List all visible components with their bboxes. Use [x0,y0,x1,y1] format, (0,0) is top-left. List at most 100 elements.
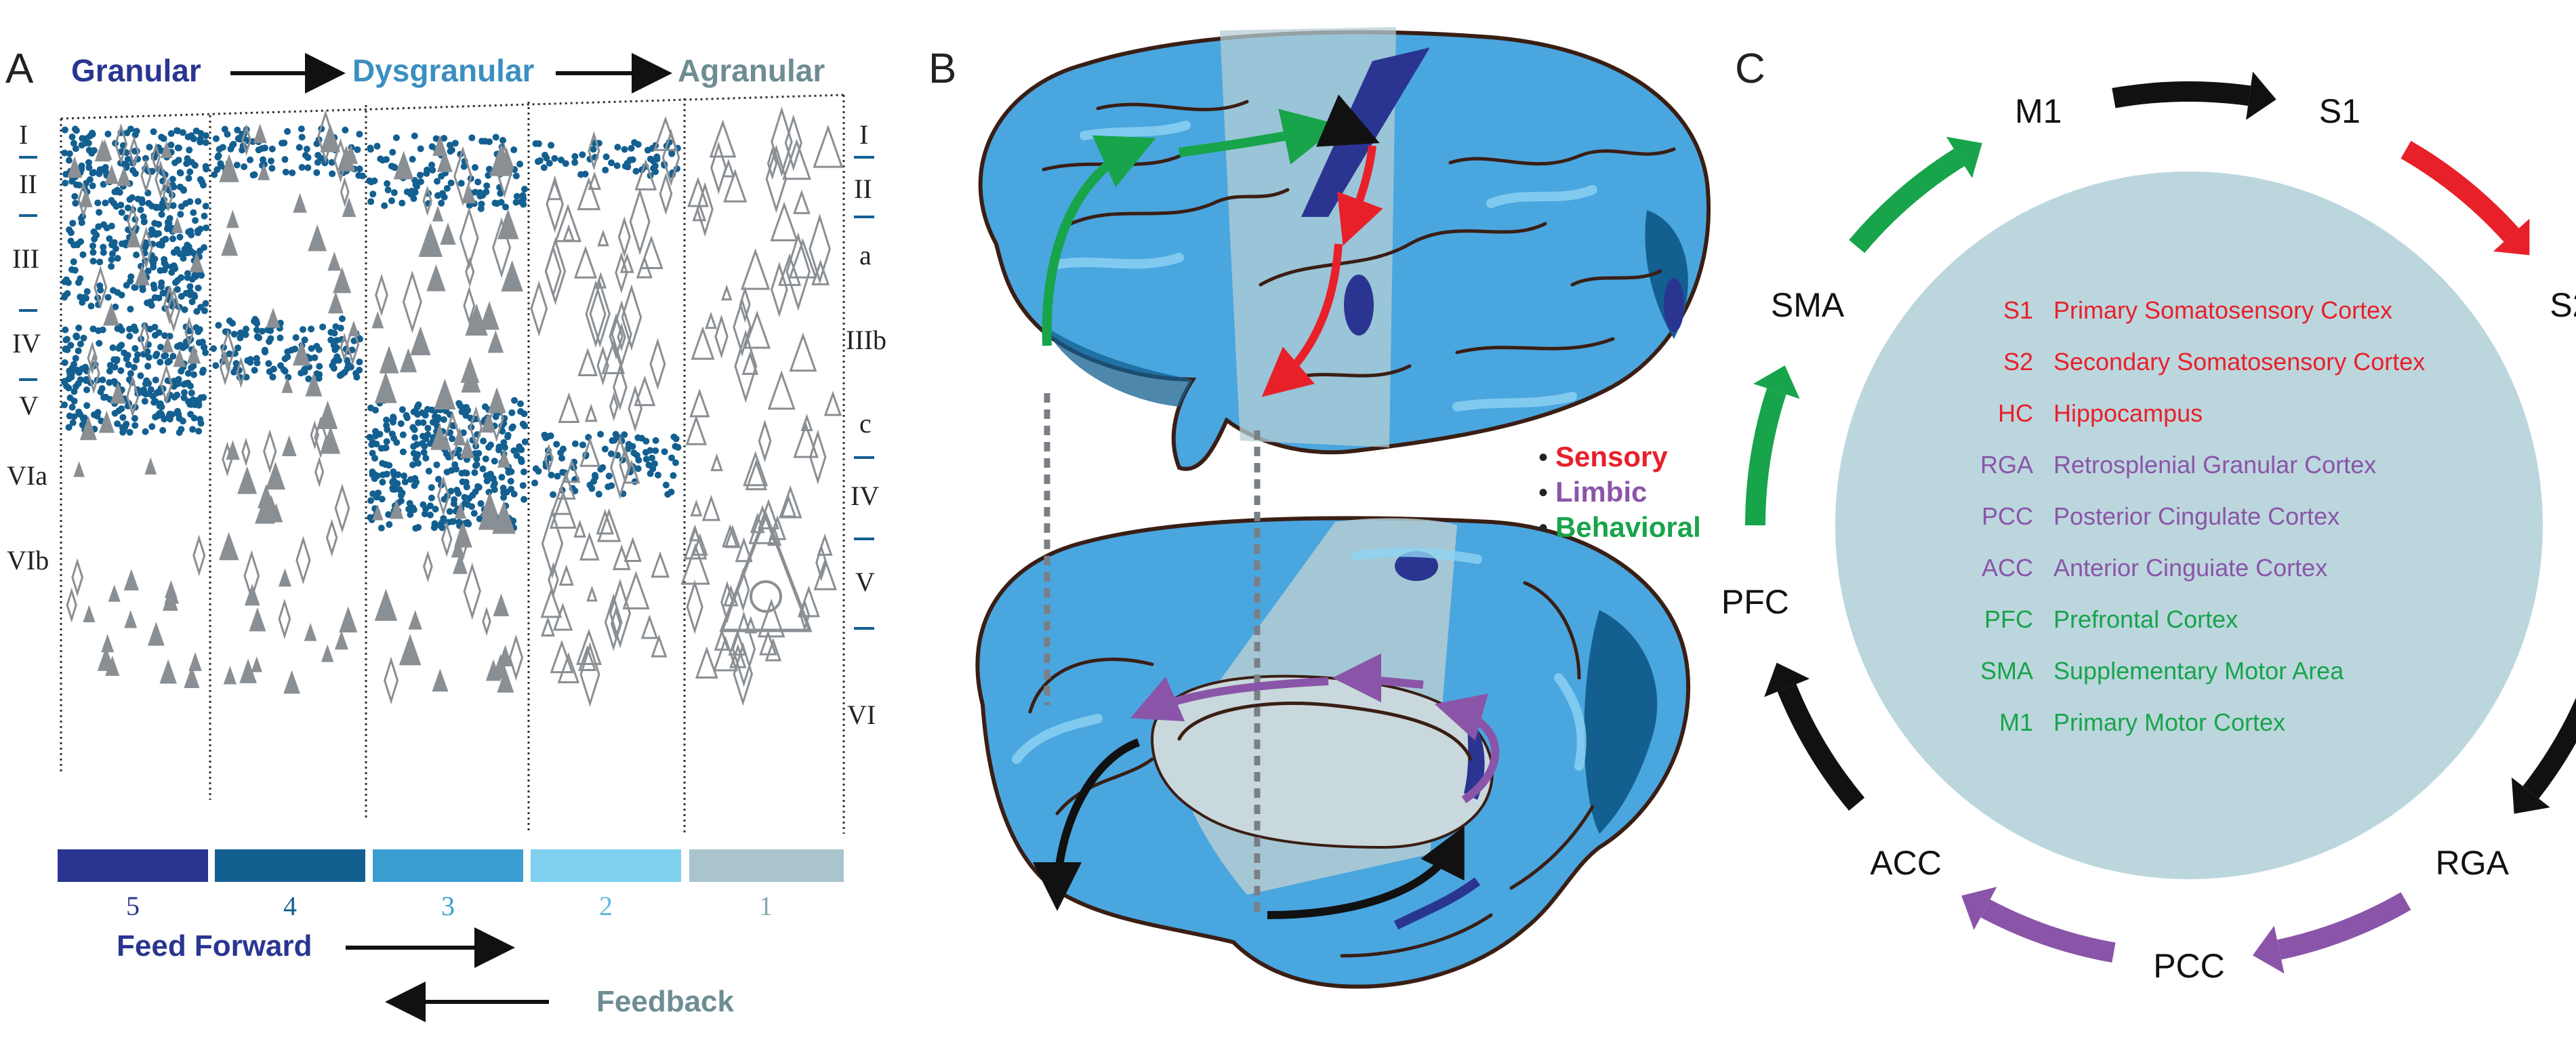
fusiform-cell [544,443,554,474]
granule-cell [234,126,241,134]
pyramidal-cell [478,496,502,530]
granule-cell [184,274,191,281]
granule-cell [417,145,424,153]
granule-cell [140,213,147,220]
granule-cell [485,171,492,179]
granule-cell [87,132,94,140]
granule-cell [328,159,335,166]
legend-bullet-limbic: • [1538,478,1548,508]
granule-cell [645,461,653,468]
giant-pyramidal-cell [719,510,813,632]
granule-cell [316,363,323,370]
granule-cell [393,439,401,446]
granule-cell [188,159,195,166]
granule-cell [420,419,427,426]
granule-cell [628,144,635,152]
pyramidal-cell [573,245,598,279]
granule-cell [180,394,188,401]
granule-cell [551,155,558,162]
granule-cell [70,413,78,420]
fusiform-cell [219,350,231,386]
granule-cell [126,333,134,340]
granule-cell [242,331,249,338]
granule-cell [179,418,186,425]
granule-cell [407,476,414,483]
granule-cell [77,238,85,245]
granule-cell [226,350,233,358]
fusiform-cell [784,114,802,171]
granule-cell [342,126,349,134]
granule-cell [631,139,638,146]
granule-cell [481,403,489,410]
granule-cell [517,456,525,463]
fusiform-cell [139,321,150,354]
granule-cell [520,185,528,193]
pyramidal-cell [219,154,239,182]
granule-cell [148,257,156,264]
granule-cell [258,327,266,335]
cycle-arrow-m1-to-s1 [2112,71,2276,120]
fusiform-cell [771,106,793,178]
granule-cell [192,127,200,135]
granule-cell [114,420,121,428]
granule-cell [75,324,83,331]
granule-cell [308,325,315,333]
granule-cell [510,397,518,404]
pyramidal-cell [499,147,514,169]
layer-right-3c: c [859,408,872,439]
type-4-swatch [215,849,365,882]
granule-cell [83,402,91,409]
granule-cell [162,352,169,359]
granule-cell [298,134,306,141]
pyramidal-cell [722,524,739,548]
granule-cell [85,146,93,154]
granule-cell [258,145,266,153]
granule-cell [411,434,419,441]
granule-cell [485,489,493,496]
granule-cell [392,134,400,142]
fusiform-cell [613,363,628,411]
granule-cell [112,245,119,252]
granule-cell [375,489,382,497]
fusiform-cell [710,141,727,195]
legend-bullet-behavioral: • [1538,513,1548,543]
granule-cell [492,413,499,420]
granule-cell [510,490,518,498]
granule-cell [409,504,417,512]
pyramidal-cell [709,119,737,158]
granule-cell [118,240,125,247]
granule-cell [189,396,197,403]
definition-name: Secondary Somatosensory Cortex [2053,348,2425,376]
granule-cell [413,403,421,411]
granule-cell [377,445,385,452]
granule-cell [197,247,204,255]
pyramidal-cell [692,533,708,556]
granule-cell [417,178,424,186]
granule-cell [373,441,380,448]
cycle-node-rga: RGA [2436,844,2510,882]
granule-cell [651,162,659,169]
granule-cell [389,148,396,156]
granule-cell [422,411,429,419]
granule-cell [187,247,195,255]
pyramidal-cell [339,606,358,632]
granule-cell [416,171,424,179]
granule-cell [470,510,478,517]
layer-right-3b: IIIb [846,325,886,355]
granule-cell [609,437,616,444]
definition-name: Primary Motor Cortex [2053,708,2285,736]
pyramidal-cell [497,209,519,239]
granule-cell [202,349,209,357]
pyramidal-cell [683,526,708,560]
fusiform-cell [649,338,666,390]
granule-cell [390,189,398,197]
granule-cell [469,491,476,499]
granule-cell [602,153,610,161]
granule-cell [196,326,203,334]
fusiform-cell [126,376,140,418]
granule-cell [614,144,621,151]
granule-cell [79,299,86,306]
granule-cell [428,484,435,491]
granule-cell [62,326,69,334]
